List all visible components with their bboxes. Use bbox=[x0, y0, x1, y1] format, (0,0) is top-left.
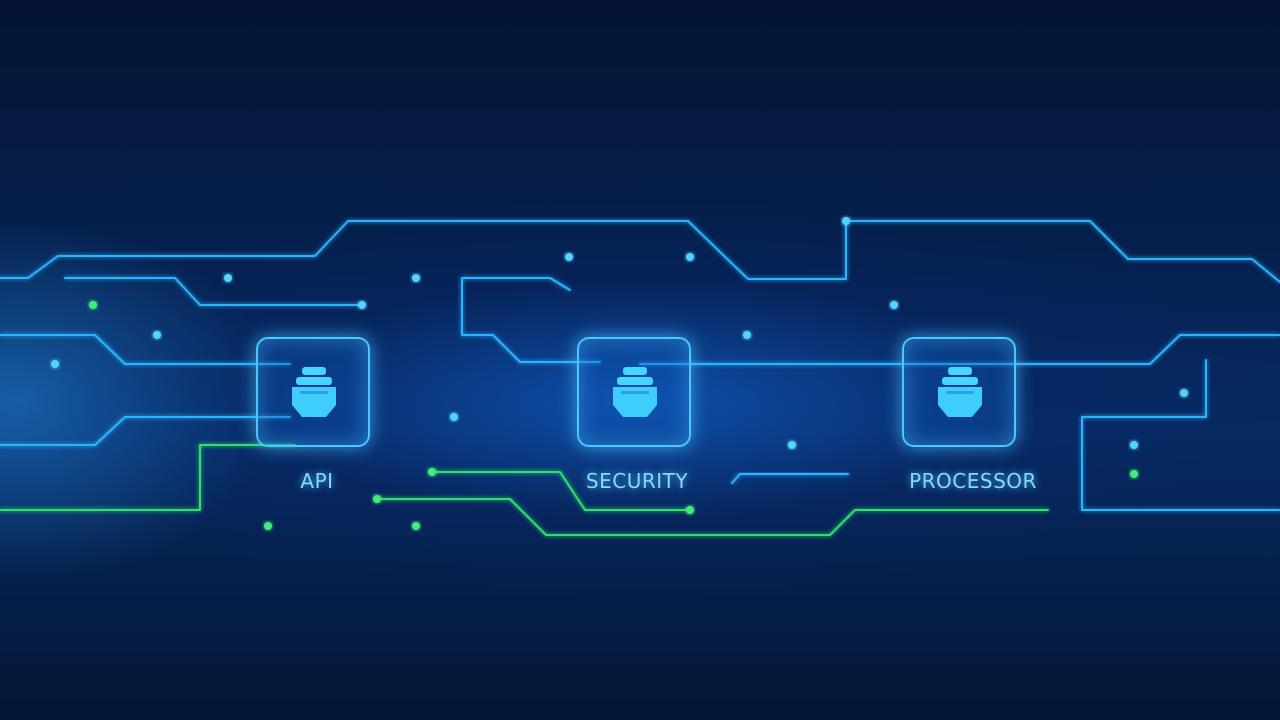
trace-left-api bbox=[0, 334, 291, 365]
trace-dot bbox=[373, 495, 381, 503]
trace-top-center bbox=[0, 220, 1280, 283]
trace-dot bbox=[1130, 441, 1138, 449]
security-node bbox=[577, 337, 691, 447]
trace-bracket bbox=[461, 277, 601, 363]
trace-dot bbox=[890, 301, 898, 309]
trace-dot bbox=[89, 301, 97, 309]
trace-right-branch bbox=[1081, 359, 1280, 511]
trace-dot bbox=[264, 522, 272, 530]
trace-green-left-bottom bbox=[0, 444, 296, 511]
trace-dot bbox=[565, 253, 573, 261]
trace-dot bbox=[450, 413, 458, 421]
trace-dot bbox=[153, 331, 161, 339]
trace-left-upper bbox=[64, 277, 363, 306]
trace-dot bbox=[1180, 389, 1188, 397]
trace-bus bbox=[639, 334, 1280, 365]
trace-dot bbox=[686, 253, 694, 261]
trace-dot bbox=[412, 522, 420, 530]
trace-dot bbox=[743, 331, 751, 339]
chip-icon bbox=[938, 367, 982, 417]
processor-node bbox=[902, 337, 1016, 447]
trace-dot bbox=[412, 274, 420, 282]
api-label: API bbox=[300, 469, 334, 493]
trace-left-lower bbox=[0, 416, 291, 446]
api-node bbox=[256, 337, 370, 447]
trace-dot bbox=[788, 441, 796, 449]
trace-lower-short bbox=[731, 473, 849, 484]
processor-label: PROCESSOR bbox=[909, 469, 1037, 493]
trace-green-short bbox=[431, 471, 691, 511]
security-label: SECURITY bbox=[585, 469, 689, 493]
trace-dot bbox=[358, 301, 366, 309]
trace-green-center bbox=[376, 498, 1049, 536]
trace-dot bbox=[224, 274, 232, 282]
chip-icon bbox=[292, 367, 336, 417]
trace-dot bbox=[686, 506, 694, 514]
trace-dot bbox=[428, 468, 436, 476]
trace-dot bbox=[842, 217, 850, 225]
chip-icon bbox=[613, 367, 657, 417]
trace-dot bbox=[51, 360, 59, 368]
trace-dot bbox=[1130, 470, 1138, 478]
